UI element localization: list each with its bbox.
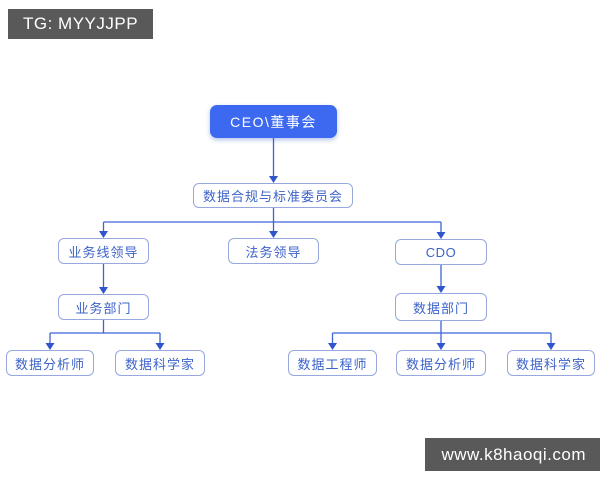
node-data-analyst-right: 数据分析师: [396, 350, 486, 376]
node-data-engineer: 数据工程师: [288, 350, 377, 376]
website-watermark-badge: www.k8haoqi.com: [425, 438, 600, 471]
node-data-scientist-left: 数据科学家: [115, 350, 205, 376]
telegram-watermark-badge: TG: MYYJJPP: [8, 9, 154, 39]
node-business-dept: 业务部门: [58, 294, 149, 320]
node-business-line-leader: 业务线领导: [58, 238, 149, 264]
node-data-analyst-left: 数据分析师: [6, 350, 94, 376]
node-cdo: CDO: [395, 239, 487, 265]
node-legal-leader: 法务领导: [228, 238, 319, 264]
node-data-dept: 数据部门: [395, 293, 487, 321]
node-ceo-board: CEO\董事会: [210, 105, 337, 138]
node-data-compliance-committee: 数据合规与标准委员会: [193, 183, 353, 208]
node-data-scientist-right: 数据科学家: [507, 350, 595, 376]
